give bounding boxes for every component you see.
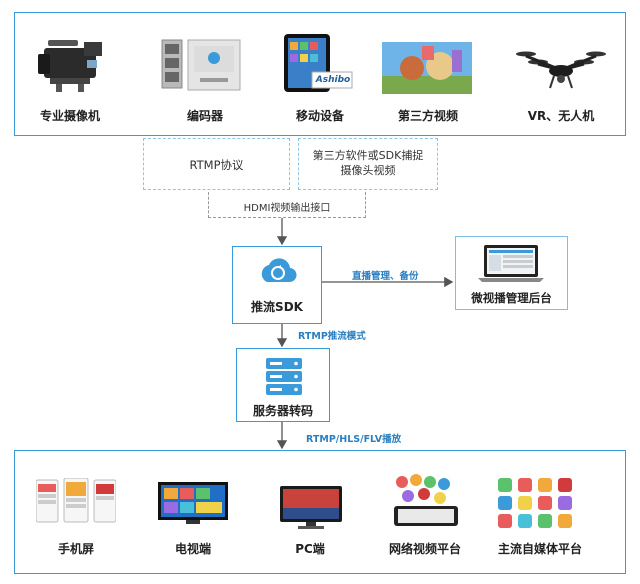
tv-icon <box>158 482 228 524</box>
server-transcode-label: 服务器转码 <box>252 404 313 418</box>
pc-client-label: PC端 <box>295 542 325 556</box>
cloud-sync-icon <box>261 258 297 283</box>
self-media-platform-label: 主流自媒体平台 <box>497 542 582 556</box>
third-party-sdk-label: 第三方软件或SDK捕捉摄像头视频 <box>312 149 424 177</box>
laptop-icon <box>478 245 544 282</box>
third-party-sdk-box <box>298 138 438 190</box>
backend-label: 微视播管理后台 <box>471 291 552 305</box>
third-party-video-icon <box>382 42 472 94</box>
rtmp-push-mode-note: RTMP推流模式 <box>298 331 366 342</box>
tablet-logo-text: Ashibo <box>315 75 351 85</box>
online-video-platform-label: 网络视频平台 <box>388 542 461 556</box>
third-party-video-label: 第三方视频 <box>397 109 458 123</box>
encoder-icon <box>161 39 241 91</box>
professional-camera-label: 专业摄像机 <box>39 109 100 123</box>
play-formats-note: RTMP/HLS/FLV播放 <box>306 434 402 445</box>
live-manage-note: 直播管理、备份 <box>352 271 419 282</box>
push-sdk-label: 推流SDK <box>251 300 303 314</box>
encoder-label: 编码器 <box>186 109 223 123</box>
hdmi-output-box <box>208 192 366 218</box>
online-video-platform-icon <box>394 474 458 526</box>
hdmi-output-label: HDMI视频输出接口 <box>243 203 331 214</box>
mobile-screen-icon <box>36 478 116 523</box>
self-media-apps-icon <box>498 478 572 528</box>
professional-camera-icon <box>38 40 102 92</box>
vr-drone-label: VR、无人机 <box>527 109 595 123</box>
mobile-screen-label: 手机屏 <box>57 542 94 556</box>
drone-icon <box>516 51 606 89</box>
mobile-device-icon <box>284 34 353 92</box>
pc-monitor-icon <box>280 486 342 529</box>
rtmp-protocol-box <box>143 138 290 190</box>
mobile-device-label: 移动设备 <box>295 109 344 123</box>
tv-client-label: 电视端 <box>174 542 211 556</box>
rtmp-protocol-label: RTMP协议 <box>189 158 244 172</box>
server-icon <box>266 358 302 395</box>
